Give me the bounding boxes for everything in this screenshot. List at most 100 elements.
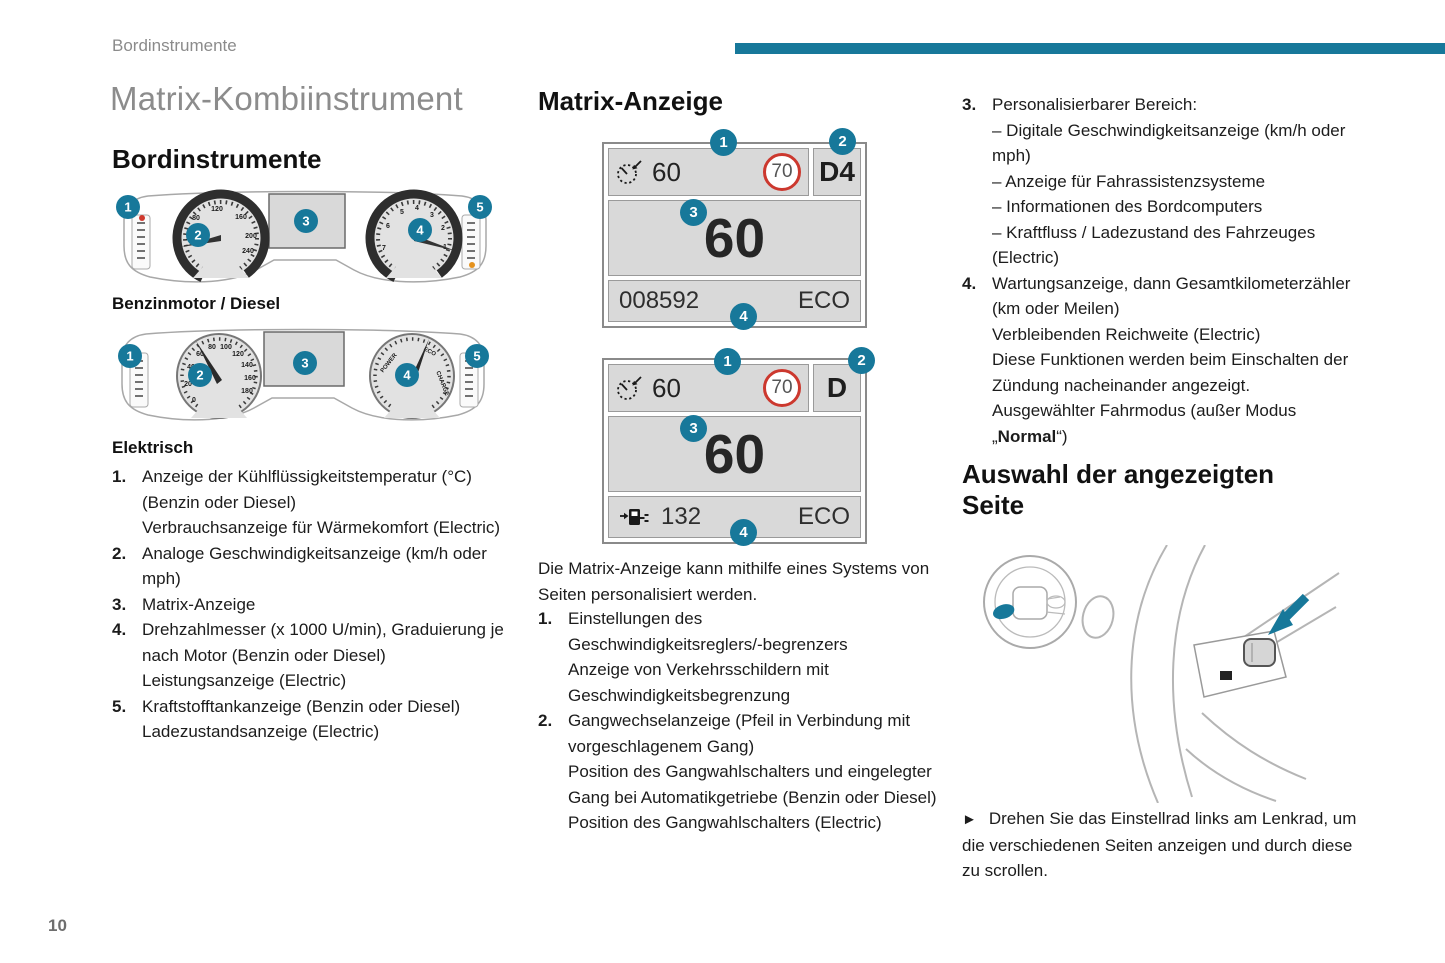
callout-5: 5 xyxy=(468,195,492,219)
text-line: Gangwechselanzeige (Pfeil in Verbindung … xyxy=(568,711,911,730)
set-speed-value: 60 xyxy=(652,156,681,187)
text-line: – Informationen des Bordcomputers xyxy=(992,197,1263,216)
item-text: Matrix-Anzeige xyxy=(142,592,512,618)
text-line: Personalisierbarer Bereich: xyxy=(992,95,1198,114)
odometer-value: 008592 xyxy=(619,287,700,314)
text-line: Zündung nacheinander angezeigt. xyxy=(992,375,1251,395)
digital-speed-cell: 60 xyxy=(608,416,861,492)
section-heading-bordinstrumente: Bordinstrumente xyxy=(112,144,322,174)
gear-indicator-cell: D4 xyxy=(813,148,861,196)
text-line: Position des Gangwahlschalters (Electric… xyxy=(568,813,882,832)
svg-text:20: 20 xyxy=(184,381,192,388)
svg-text:80: 80 xyxy=(192,215,200,222)
ok-button xyxy=(1220,671,1232,680)
quote-close: “) xyxy=(1056,426,1068,446)
text-line: Matrix-Anzeige xyxy=(142,594,256,614)
svg-text:2: 2 xyxy=(196,368,203,383)
text-line: Drehzahlmesser (x 1000 U/min), Graduieru… xyxy=(142,620,504,639)
page-number: 10 xyxy=(48,916,67,935)
pointer-arrow xyxy=(1268,593,1310,635)
callout-1: 1 xyxy=(710,129,737,156)
svg-text:2: 2 xyxy=(194,228,201,243)
item-number: 5. xyxy=(112,696,127,716)
section-heading-matrix-anzeige: Matrix-Anzeige xyxy=(538,86,723,116)
svg-text:200: 200 xyxy=(245,233,257,240)
list-item: 2.Analoge Geschwindigkeitsanzeige (km/h … xyxy=(112,541,512,592)
svg-text:180: 180 xyxy=(241,388,253,395)
text-line: die verschiedenen Seiten anzeigen und du… xyxy=(962,835,1353,855)
speedometer: 40 80 120 160 200 240 xyxy=(172,189,270,287)
text-line: (Electric) xyxy=(992,248,1060,267)
gear-indicator-cell: D xyxy=(813,364,861,412)
instruction-first-line: ►Drehen Sie das Einstellrad links am Len… xyxy=(962,806,1362,833)
coolant-warning-dot xyxy=(139,215,145,221)
callout-5: 5 xyxy=(465,344,489,368)
quote-open: „ xyxy=(992,426,998,446)
callout-1: 1 xyxy=(714,348,741,375)
text-line: Analoge Geschwindigkeitsanzeige (km/h od… xyxy=(142,543,487,563)
text-line: – Digitale Geschwindigkeitsanzeige (km/h… xyxy=(992,120,1346,140)
instruction-paragraph: ►Drehen Sie das Einstellrad links am Len… xyxy=(962,806,1362,884)
item-text: Anzeige der Kühlflüssigkeitstemperatur (… xyxy=(142,464,512,541)
charging-station-icon xyxy=(620,509,649,525)
list-item: 1. Anzeige der Kühlflüssigkeitstemperatur… xyxy=(112,464,512,541)
text-line: Anzeige von Verkehrsschildern mit xyxy=(568,660,829,679)
svg-text:240: 240 xyxy=(242,248,254,255)
callout-1: 1 xyxy=(116,195,140,219)
text-line: Anzeige der Kühlflüssigkeitstemperatur (… xyxy=(142,467,472,486)
cruise-info-cell: 60 70 xyxy=(608,364,809,412)
svg-text:3: 3 xyxy=(301,356,308,371)
text-line: Geschwindigkeitsreglers/-begrenzers xyxy=(568,634,848,654)
instrument-cluster-electric-figure: 0 20 40 60 80 100 120 140 160 180 POWER … xyxy=(118,328,489,421)
list-item: 2.Gangwechselanzeige (Pfeil in Verbindun… xyxy=(538,708,942,836)
matrix-display-figure-2: 60 70 D 60 132 ECO 1 2 xyxy=(602,347,875,546)
speed-limit-sign: 70 xyxy=(763,153,801,191)
highlighted-control-pod xyxy=(992,604,1015,620)
drive-mode-value: ECO xyxy=(797,287,850,314)
list-item: 3. Matrix-Anzeige xyxy=(112,592,512,618)
svg-text:3: 3 xyxy=(302,214,309,229)
svg-text:160: 160 xyxy=(235,214,247,221)
text-line: mph) xyxy=(992,146,1031,165)
speedometer-electric: 0 20 40 60 80 100 120 140 160 180 xyxy=(176,333,262,419)
text-line: Leistungsanzeige (Electric) xyxy=(142,671,347,690)
callout-1: 1 xyxy=(118,344,142,368)
set-speed-value: 60 xyxy=(652,372,681,403)
matrix-intro-paragraph: Die Matrix-Anzeige kann mithilfe eines S… xyxy=(538,556,938,607)
item-number: 1. xyxy=(112,467,127,486)
fuel-warning-dot xyxy=(469,262,475,268)
cruise-control-icon xyxy=(617,376,642,400)
figure2-caption: Elektrisch xyxy=(112,438,194,457)
instruction-rest: die verschiedenen Seiten anzeigen und du… xyxy=(962,833,1362,884)
cruise-info-cell: 60 70 xyxy=(608,148,809,196)
text-line: zu scrollen. xyxy=(962,861,1048,880)
text-line: – Anzeige für Fahrassistenzsysteme xyxy=(992,171,1266,191)
figure1-caption: Benzinmotor / Diesel xyxy=(112,294,281,313)
text-line: (Benzin oder Diesel) xyxy=(142,492,297,512)
text-line: Geschwindigkeitsbegrenzung xyxy=(568,685,791,705)
page-title: Matrix-Kombiinstrument xyxy=(110,80,463,117)
cruise-control-icon xyxy=(617,160,642,184)
list-item: 4. Drehzahlmesser (x 1000 U/min), Graduie… xyxy=(112,617,512,694)
text-line: nach Motor (Benzin oder Diesel) xyxy=(142,645,386,665)
drive-mode-name: Normal xyxy=(997,426,1057,446)
speedo-needle xyxy=(196,341,222,384)
speed-limit-sign: 70 xyxy=(763,369,801,407)
callout-4: 4 xyxy=(730,519,757,546)
scroll-thumbwheel xyxy=(1243,638,1276,667)
text-line: vorgeschlagenem Gang) xyxy=(568,736,755,756)
steering-wheel-overview xyxy=(983,555,1077,649)
svg-text:0: 0 xyxy=(192,397,196,404)
item-number: 4. xyxy=(112,620,127,639)
callout-2: 2 xyxy=(186,223,210,247)
coolant-temp-gauge xyxy=(131,214,151,270)
item-number: 3. xyxy=(112,594,127,614)
text-line: Diese Funktionen werden beim Einschalten… xyxy=(992,350,1349,369)
callout-3: 3 xyxy=(680,415,707,442)
stalk-detail xyxy=(1046,595,1066,609)
callout-3: 3 xyxy=(294,209,318,233)
drive-mode-value: ECO xyxy=(797,503,850,530)
